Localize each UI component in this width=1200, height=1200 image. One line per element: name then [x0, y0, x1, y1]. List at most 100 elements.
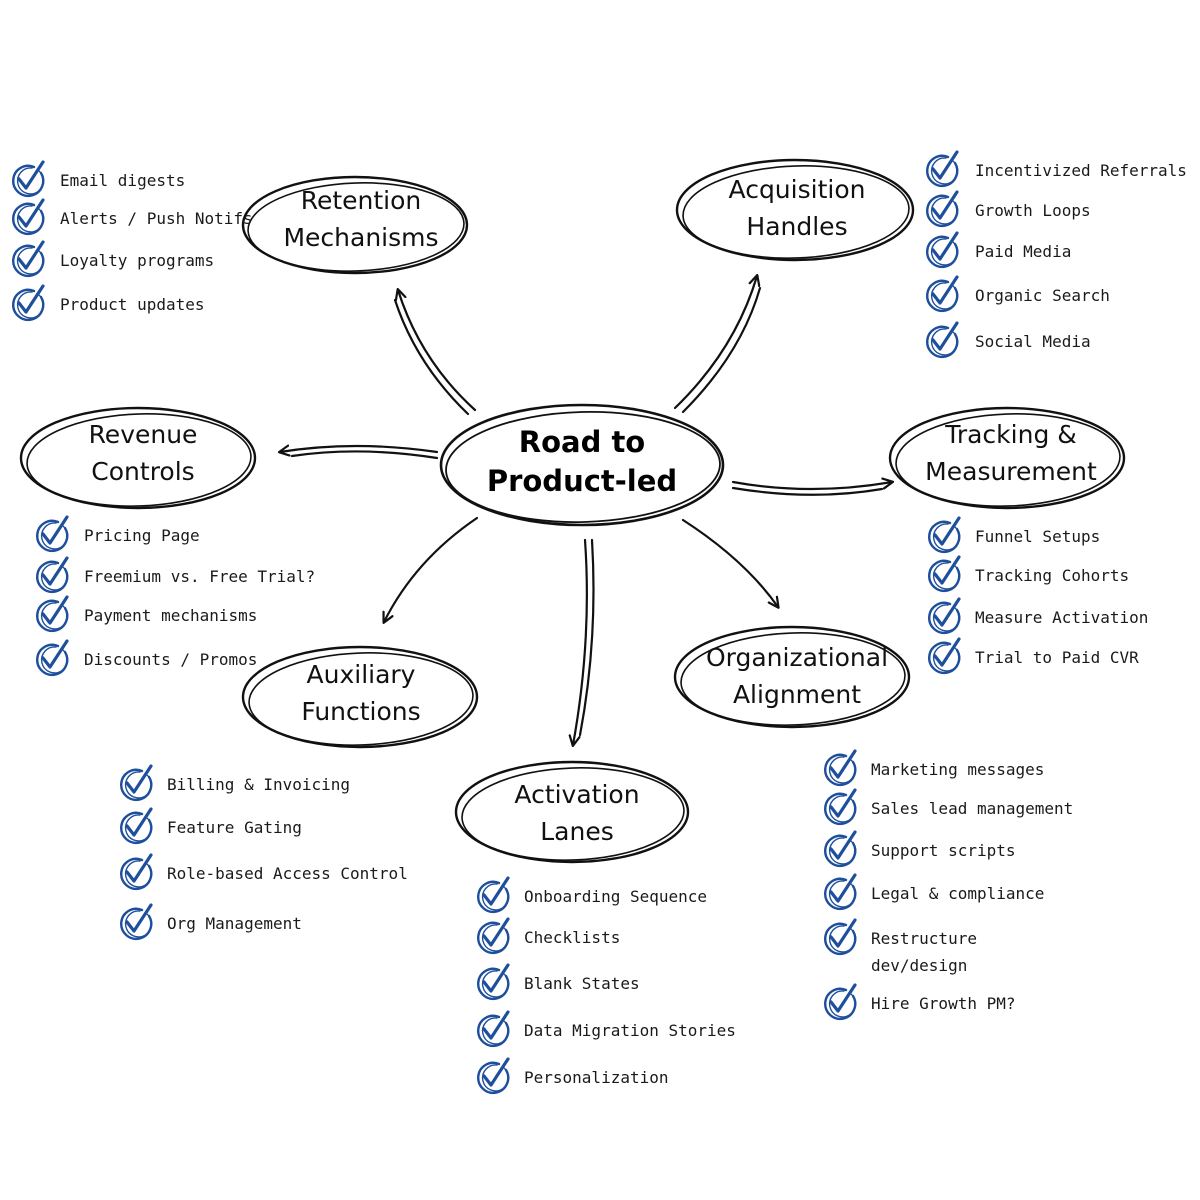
checkmark-icon	[926, 190, 959, 228]
node-activation[interactable]: Activation Lanes	[454, 760, 690, 864]
checkmark-icon	[12, 198, 45, 236]
list-item-label: Alerts / Push Notifs	[60, 209, 253, 228]
checkmark-icon	[120, 807, 153, 845]
list-item: Discounts / Promos	[36, 639, 257, 677]
list-item-label: Marketing messages	[871, 760, 1044, 779]
list-item: Blank States	[477, 963, 640, 1001]
checkmark-icon	[824, 918, 857, 956]
checkmark-icon	[824, 983, 857, 1021]
node-acquisition-title-line1: Acquisition	[729, 175, 866, 204]
list-item: Tracking Cohorts	[928, 555, 1129, 593]
list-item: Personalization	[477, 1057, 669, 1095]
list-item: Alerts / Push Notifs	[12, 198, 253, 236]
node-revenue[interactable]: Revenue Controls	[19, 406, 257, 510]
list-item-label: Feature Gating	[167, 818, 302, 837]
list-item-label: Sales lead management	[871, 799, 1073, 818]
list-item: dev/design	[871, 956, 967, 975]
list-item: Restructure	[824, 918, 977, 956]
node-organizational[interactable]: Organizational Alignment	[673, 625, 911, 729]
center-node[interactable]: Road to Product-led	[439, 403, 725, 527]
checkmark-icon	[12, 284, 45, 322]
list-item-label: Support scripts	[871, 841, 1016, 860]
checkmark-icon	[12, 240, 45, 278]
checkmark-icon	[36, 515, 69, 553]
list-item-label: dev/design	[871, 956, 967, 975]
checkmark-icon	[477, 917, 510, 955]
arrow-to-revenue	[280, 446, 439, 460]
checkmark-icon	[928, 637, 961, 675]
list-item: Checklists	[477, 917, 620, 955]
list-item: Legal & compliance	[824, 873, 1044, 911]
list-item-label: Hire Growth PM?	[871, 994, 1016, 1013]
list-item: Measure Activation	[928, 597, 1148, 635]
list-item: Organic Search	[926, 275, 1110, 313]
arrow-to-activation	[573, 538, 595, 745]
list-item-label: Funnel Setups	[975, 527, 1100, 546]
node-acquisition-title-line2: Handles	[746, 212, 847, 241]
list-item: Support scripts	[824, 830, 1016, 868]
node-activation-title-line2: Lanes	[540, 817, 614, 846]
checkmark-icon	[926, 231, 959, 269]
list-item: Trial to Paid CVR	[928, 637, 1139, 675]
node-auxiliary[interactable]: Auxiliary Functions	[241, 645, 479, 749]
checkmark-icon	[477, 1010, 510, 1048]
list-item: Onboarding Sequence	[477, 876, 707, 914]
list-item-label: Organic Search	[975, 286, 1110, 305]
list-item-label: Trial to Paid CVR	[975, 648, 1139, 667]
node-retention[interactable]: Retention Mechanisms	[241, 175, 469, 275]
checkmark-icon	[926, 321, 959, 359]
list-item-label: Product updates	[60, 295, 205, 314]
node-tracking[interactable]: Tracking & Measurement	[888, 406, 1126, 510]
arrow-to-organizational	[681, 518, 778, 607]
node-activation-title-line1: Activation	[514, 780, 639, 809]
list-item: Pricing Page	[36, 515, 200, 553]
checkmark-icon	[926, 275, 959, 313]
checkmark-icon	[120, 764, 153, 802]
list-item-label: Freemium vs. Free Trial?	[84, 567, 315, 586]
checkmark-icon	[36, 639, 69, 677]
node-organizational-title-line1: Organizational	[706, 643, 888, 672]
list-item: Loyalty programs	[12, 240, 214, 278]
checkmark-icon	[477, 876, 510, 914]
node-organizational-title-line2: Alignment	[733, 680, 861, 709]
checkmark-icon	[928, 516, 961, 554]
list-item: Email digests	[12, 160, 185, 198]
node-tracking-title-line2: Measurement	[925, 457, 1097, 486]
checkmark-icon	[36, 595, 69, 633]
arrow-to-acquisition	[673, 276, 762, 414]
list-item-label: Personalization	[524, 1068, 669, 1087]
node-revenue-title-line2: Controls	[91, 457, 194, 486]
list-item-label: Onboarding Sequence	[524, 887, 707, 906]
node-tracking-title-line1: Tracking &	[944, 420, 1077, 449]
list-item-label: Email digests	[60, 171, 185, 190]
node-revenue-title-line1: Revenue	[89, 420, 198, 449]
list-item: Hire Growth PM?	[824, 983, 1016, 1021]
list-item-label: Pricing Page	[84, 526, 200, 545]
list-item-label: Growth Loops	[975, 201, 1091, 220]
node-auxiliary-title-line1: Auxiliary	[307, 660, 416, 689]
list-item: Data Migration Stories	[477, 1010, 736, 1048]
list-item-label: Tracking Cohorts	[975, 566, 1129, 585]
list-item: Funnel Setups	[928, 516, 1100, 554]
checkmark-icon	[824, 830, 857, 868]
list-item-label: Org Management	[167, 914, 302, 933]
arrow-to-tracking	[731, 482, 892, 496]
checkmark-icon	[824, 788, 857, 826]
list-item: Growth Loops	[926, 190, 1091, 228]
list-item: Org Management	[120, 903, 302, 941]
center-title-line1: Road to	[519, 425, 645, 459]
checkmark-icon	[928, 555, 961, 593]
list-item-label: Social Media	[975, 332, 1091, 351]
node-acquisition[interactable]: Acquisition Handles	[675, 158, 915, 262]
list-item: Incentivized Referrals	[926, 150, 1187, 188]
connector-arrows	[280, 276, 892, 745]
list-item-label: Discounts / Promos	[84, 650, 257, 669]
list-item-label: Measure Activation	[975, 608, 1148, 627]
checkmark-icon	[477, 1057, 510, 1095]
node-auxiliary-title-line2: Functions	[301, 697, 420, 726]
